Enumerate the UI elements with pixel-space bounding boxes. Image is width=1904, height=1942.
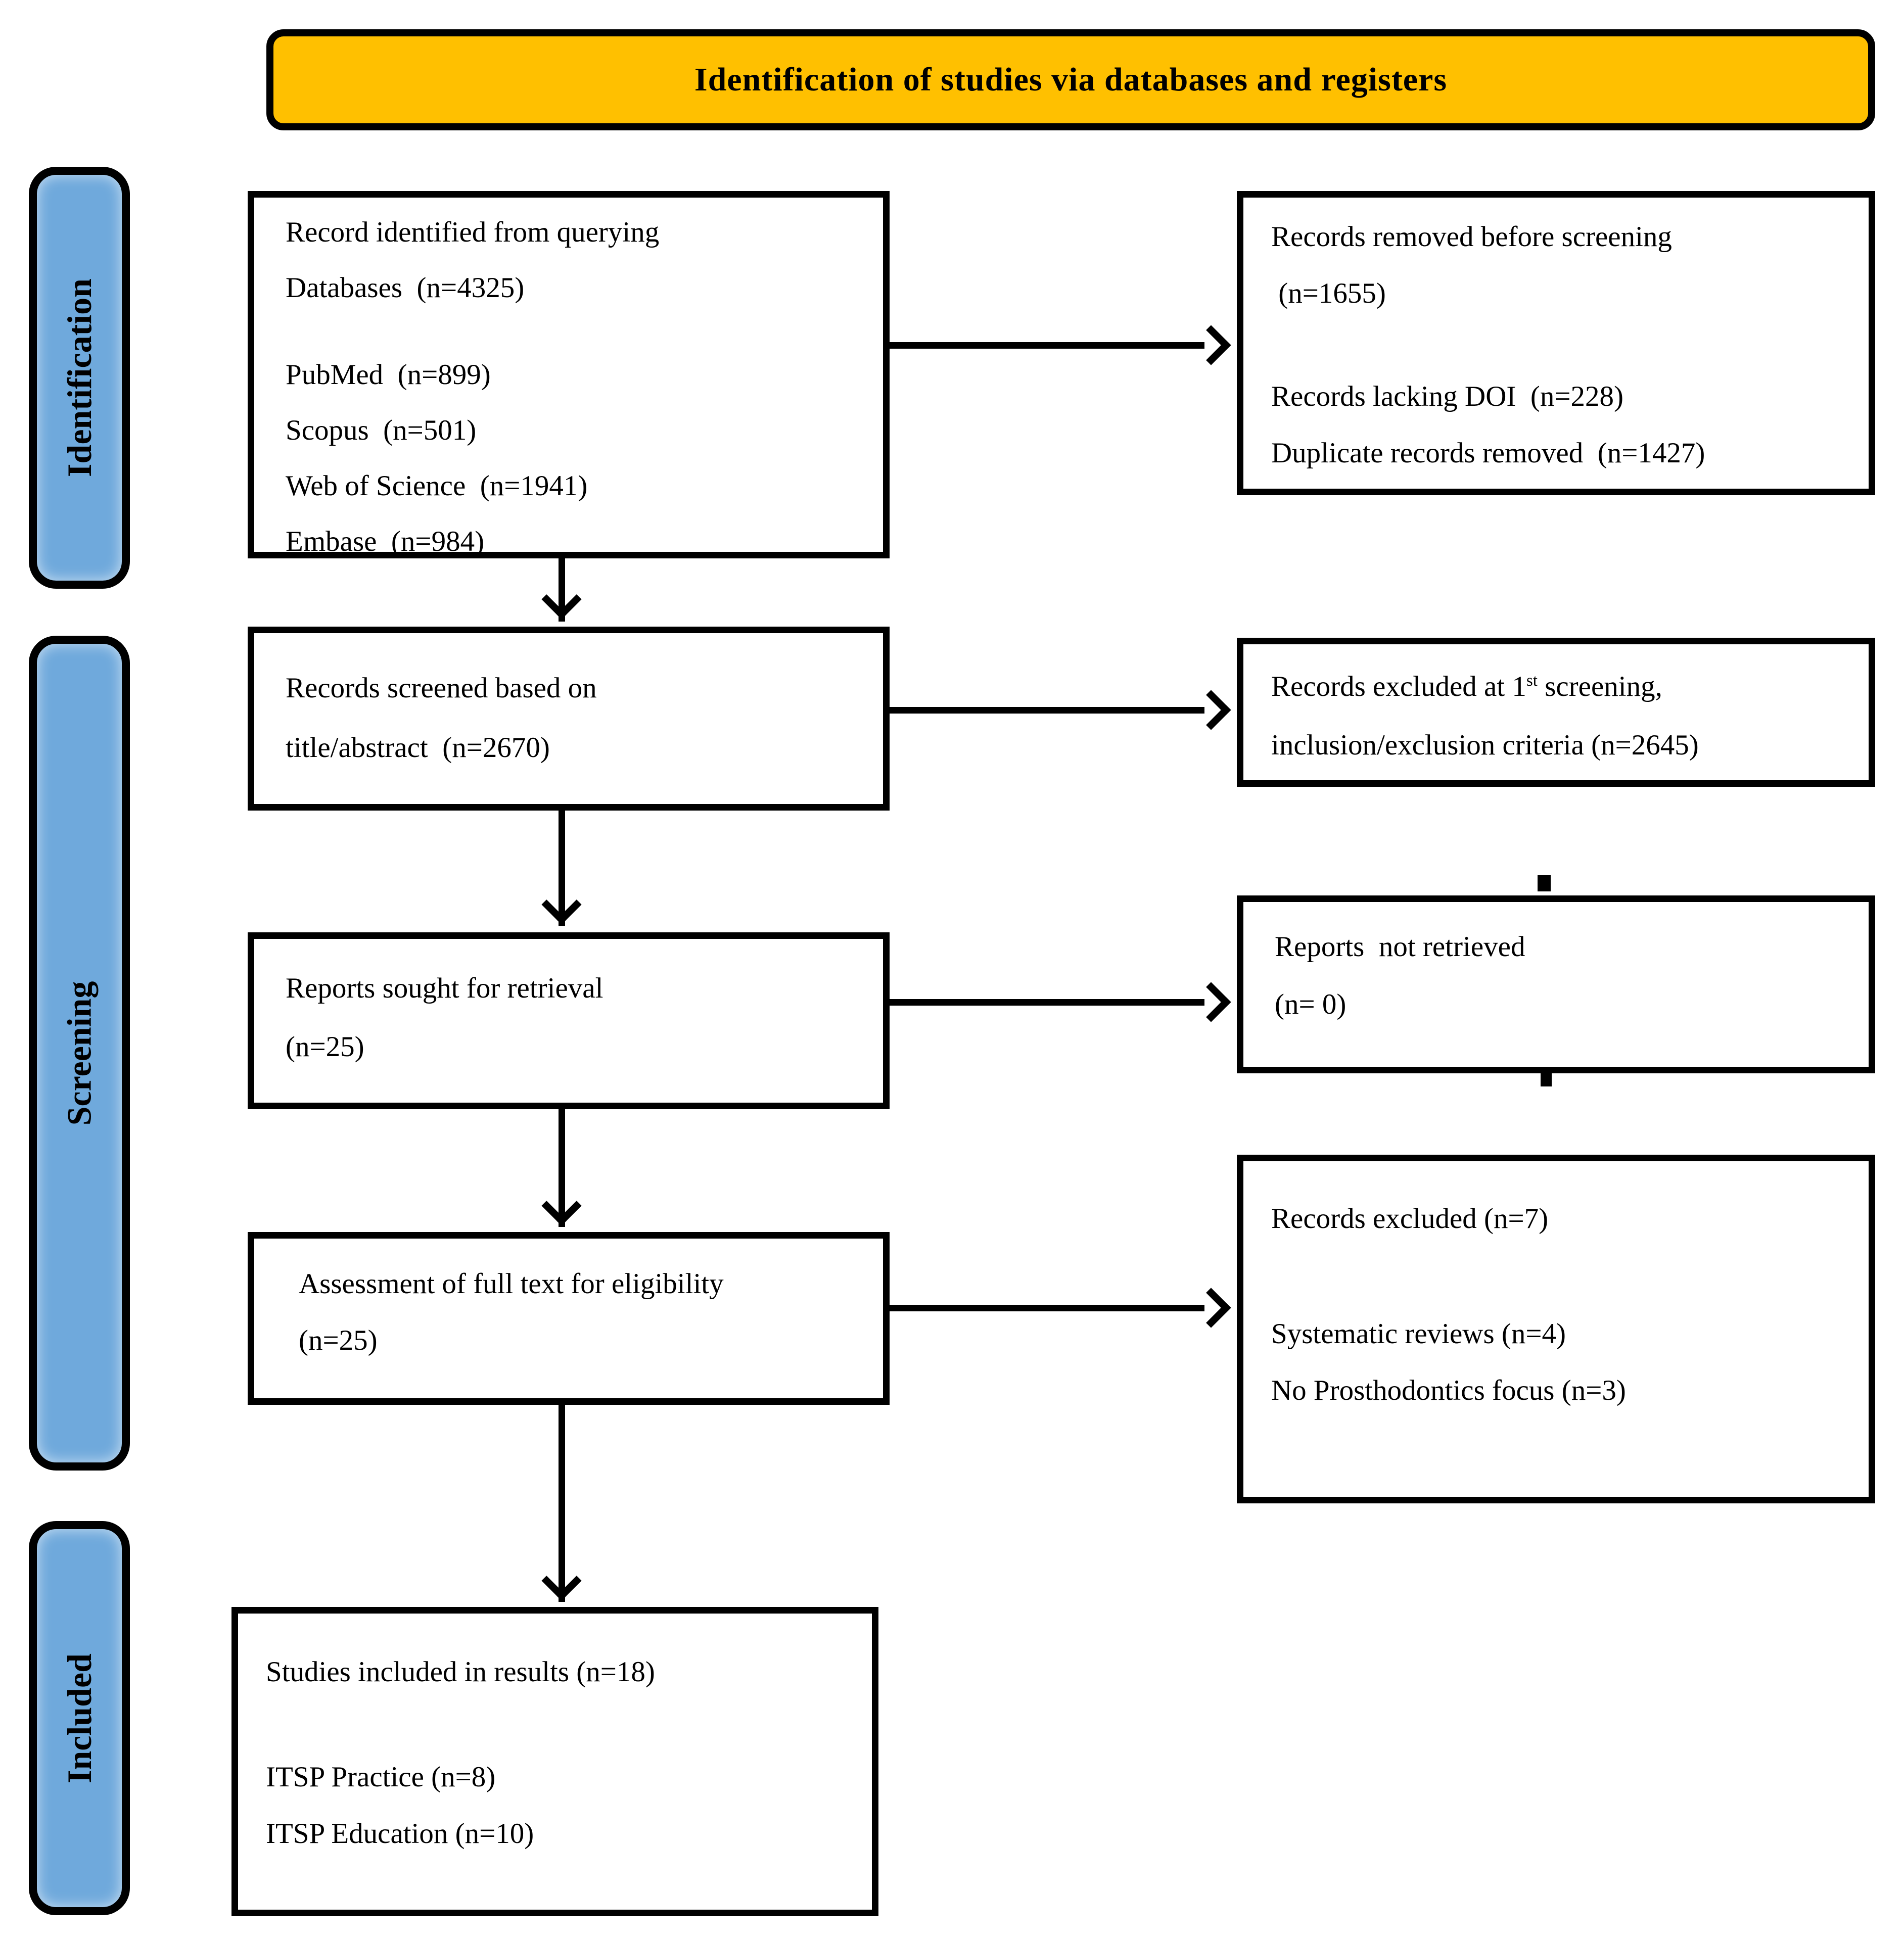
reports-sought-line: (n=25) — [286, 1031, 364, 1063]
arrowhead-right-icon — [1191, 325, 1231, 365]
stage-label-identification: Identification — [29, 167, 130, 589]
records-removed-line: Records removed before screening — [1271, 221, 1672, 253]
stage-label-screening-text: Screening — [60, 981, 99, 1125]
included-detail: ITSP Education (n=10) — [266, 1818, 534, 1850]
records-identified-line: Record identified from querying — [286, 216, 660, 248]
box-records-screened: Records screened based on title/abstract… — [248, 627, 890, 811]
stage-label-screening: Screening — [29, 636, 130, 1471]
spacer — [1271, 1247, 1854, 1306]
box-records-removed: Records removed before screening (n=1655… — [1237, 191, 1875, 495]
records-screened-line: Records screened based on — [286, 672, 597, 704]
arrowhead-down-icon — [541, 884, 582, 925]
removed-detail: Records lacking DOI (n=228) — [1271, 381, 1623, 412]
excluded-first-text: Records excluded at 1 — [1271, 671, 1526, 702]
spacer — [266, 1700, 852, 1749]
stray-mark-top — [1538, 875, 1551, 891]
database-count: Web of Science (n=1941) — [286, 470, 588, 502]
arrowhead-right-icon — [1191, 690, 1231, 730]
excluded-first-text: screening, — [1537, 671, 1662, 702]
arrow-line — [889, 1305, 1204, 1311]
database-count: Embase (n=984) — [286, 526, 485, 557]
box-reports-sought: Reports sought for retrieval (n=25) — [248, 932, 890, 1109]
records-identified-line: Databases (n=4325) — [286, 272, 525, 304]
arrow-line — [559, 1108, 565, 1227]
stage-label-identification-text: Identification — [60, 278, 99, 477]
arrowhead-down-icon — [541, 1560, 582, 1601]
assessment-line: Assessment of full text for eligibility — [299, 1268, 724, 1300]
database-count: PubMed (n=899) — [286, 359, 491, 391]
excluded-fulltext-line: Records excluded (n=7) — [1271, 1203, 1549, 1235]
banner-title: Identification of studies via databases … — [266, 29, 1875, 130]
excluded-fulltext-detail: No Prosthodontics focus (n=3) — [1271, 1375, 1626, 1406]
reports-sought-line: Reports sought for retrieval — [286, 972, 603, 1004]
database-count: Scopus (n=501) — [286, 414, 477, 446]
arrowhead-right-icon — [1191, 1288, 1231, 1328]
banner-title-text: Identification of studies via databases … — [694, 61, 1448, 98]
arrowhead-right-icon — [1191, 982, 1231, 1022]
arrow-line — [889, 999, 1204, 1006]
excluded-fulltext-detail: Systematic reviews (n=4) — [1271, 1318, 1566, 1350]
excluded-first-line: Records excluded at 1st screening, — [1271, 657, 1854, 716]
assessment-line: (n=25) — [299, 1324, 378, 1356]
arrowhead-down-icon — [541, 1186, 582, 1226]
stage-label-included-text: Included — [60, 1653, 99, 1783]
stage-label-included: Included — [29, 1521, 130, 1915]
arrow-line — [889, 342, 1204, 349]
box-records-identified: Record identified from querying Database… — [248, 191, 890, 558]
ordinal-superscript: st — [1526, 672, 1538, 690]
records-removed-line: (n=1655) — [1271, 277, 1386, 309]
arrow-line — [559, 1403, 565, 1602]
arrow-line — [559, 556, 565, 622]
arrowhead-down-icon — [541, 579, 582, 620]
arrow-line — [559, 809, 565, 926]
removed-detail: Duplicate records removed (n=1427) — [1271, 437, 1705, 469]
spacer — [1271, 322, 1854, 368]
box-records-excluded-first-screening: Records excluded at 1st screening, inclu… — [1237, 638, 1875, 787]
box-records-excluded-fulltext: Records excluded (n=7) Systematic review… — [1237, 1155, 1875, 1503]
box-fulltext-assessment: Assessment of full text for eligibility … — [248, 1232, 890, 1405]
spacer — [286, 316, 863, 347]
stray-mark-bottom — [1541, 1072, 1552, 1086]
excluded-first-line: inclusion/exclusion criteria (n=2645) — [1271, 729, 1699, 761]
arrow-line — [889, 707, 1204, 714]
not-retrieved-line: (n= 0) — [1275, 988, 1346, 1020]
box-studies-included: Studies included in results (n=18) ITSP … — [231, 1607, 878, 1916]
not-retrieved-line: Reports not retrieved — [1275, 931, 1525, 963]
studies-included-line: Studies included in results (n=18) — [266, 1656, 655, 1688]
records-screened-line: title/abstract (n=2670) — [286, 732, 550, 764]
box-reports-not-retrieved: Reports not retrieved (n= 0) — [1237, 895, 1875, 1073]
included-detail: ITSP Practice (n=8) — [266, 1761, 496, 1793]
